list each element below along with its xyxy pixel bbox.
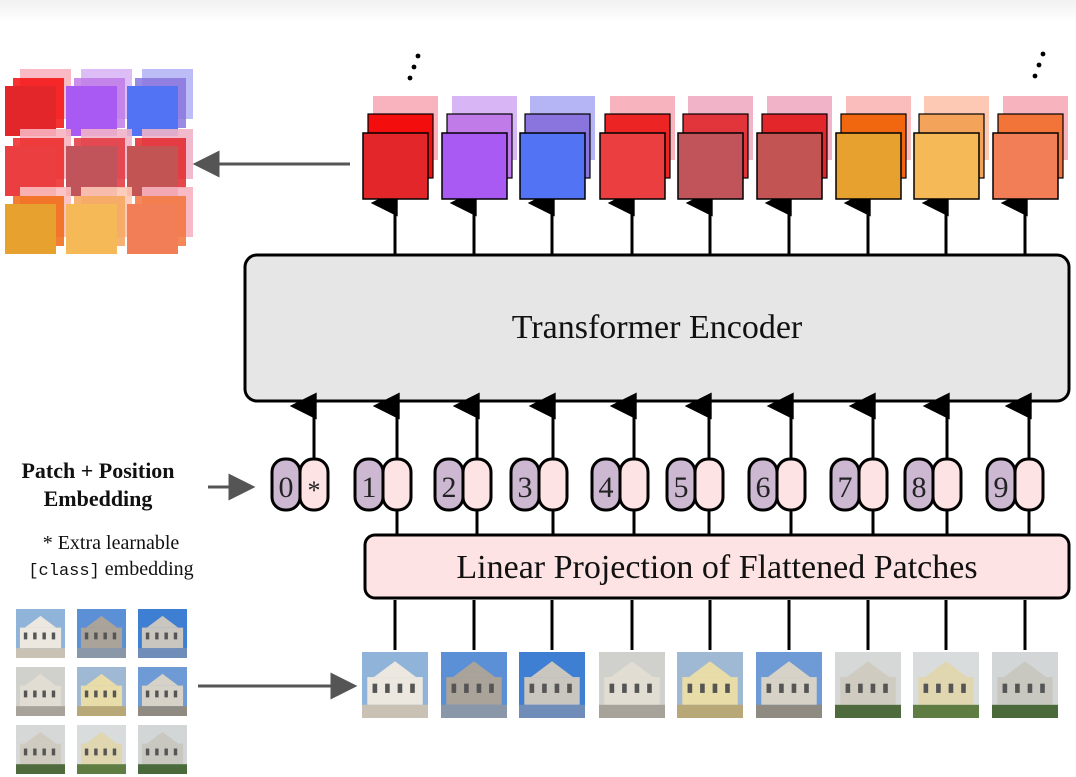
position-index-label: 9 [994, 471, 1009, 504]
output-token-stack [362, 96, 438, 200]
output-token-stack [756, 96, 832, 200]
position-index-label: 6 [756, 471, 771, 504]
output-token-stack [599, 96, 675, 200]
embedding-token: 4 [590, 457, 650, 512]
position-index-label: 5 [674, 471, 689, 504]
input-image-patch [77, 609, 126, 658]
class-token-marker: * [308, 476, 321, 505]
input-image-patch [138, 725, 187, 774]
transformer-encoder-box [243, 253, 1071, 403]
output-layer-front [756, 132, 823, 200]
embedding-token: 3 [509, 457, 569, 512]
ellipsis-dots-left [407, 53, 421, 81]
position-index-label: 2 [442, 471, 457, 504]
image-patch [519, 652, 585, 718]
input-image-patch [138, 609, 187, 658]
input-image-patch [16, 609, 65, 658]
patch-embedding-pill [618, 457, 650, 512]
output-token-stack [441, 96, 517, 200]
class-token-pill [298, 457, 330, 512]
patch-embedding-pill [857, 457, 889, 512]
input-image-patch [138, 667, 187, 716]
image-patch [756, 652, 822, 718]
linear-projection-box [363, 533, 1071, 600]
output-token-stack [992, 96, 1068, 200]
position-index-label: 1 [362, 471, 377, 504]
input-image-patch [16, 667, 65, 716]
output-grid-cell [5, 129, 71, 196]
image-patch [992, 652, 1058, 718]
output-token-stack [835, 96, 911, 200]
embedding-token: 2 [433, 457, 493, 512]
top-shadow [0, 0, 1076, 22]
input-image-patch [16, 725, 65, 774]
embedding-token: 0* [270, 457, 330, 512]
output-grid-cell [5, 69, 71, 136]
output-token-stack [677, 96, 753, 200]
embedding-token: 6 [747, 457, 807, 512]
output-layer-front [835, 132, 902, 200]
patch-embedding-pill [693, 457, 725, 512]
output-layer-front [992, 132, 1059, 200]
note-line1: * Extra learnable [42, 532, 180, 554]
linear-projection-label: Linear Projection of Flattened Patches [456, 549, 977, 586]
patch-embedding-pill [461, 457, 493, 512]
patch-embedding-pill [1013, 457, 1045, 512]
embedding-title-line1: Patch + Position [21, 458, 175, 483]
position-index-label: 0 [279, 471, 294, 504]
position-index-label: 3 [518, 471, 533, 504]
embedding-token: 8 [903, 457, 963, 512]
note-line2: [class] embedding [0, 556, 222, 585]
output-grid-cell [5, 187, 71, 254]
input-image-patch [77, 725, 126, 774]
output-grid-cell [127, 69, 193, 136]
patch-embedding-pill [931, 457, 963, 512]
output-grid-cell [66, 69, 132, 136]
note-code: [class] [28, 562, 100, 581]
output-layer-front [913, 132, 980, 200]
output-token-stack [913, 96, 989, 200]
transformer-encoder-label: Transformer Encoder [512, 309, 803, 346]
output-layer-front [519, 132, 586, 200]
image-patch [599, 652, 665, 718]
position-index-label: 8 [912, 471, 927, 504]
output-layer-front [599, 132, 666, 200]
ellipsis-dots-right [1032, 51, 1046, 79]
output-layer-front [362, 132, 429, 200]
patch-embedding-pill [775, 457, 807, 512]
image-patch [441, 652, 507, 718]
output-token-stack [519, 96, 595, 200]
output-layer-front [441, 132, 508, 200]
patch-embedding-pill [537, 457, 569, 512]
embedding-title-line2: Embedding [43, 486, 153, 511]
input-image-patch [77, 667, 126, 716]
position-index-label: 7 [838, 471, 853, 504]
output-grid-cell [66, 129, 132, 196]
image-patch [362, 652, 428, 718]
output-grid-cell [127, 187, 193, 254]
position-index-label: 4 [599, 471, 614, 504]
note-rest: embedding [99, 558, 194, 580]
output-layer-front [677, 132, 744, 200]
output-grid-cell [66, 187, 132, 254]
embedding-token: 5 [665, 457, 725, 512]
patch-embedding-pill [381, 457, 413, 512]
class-token-note: * Extra learnable [class] embedding [0, 530, 222, 585]
image-patch [835, 652, 901, 718]
output-grid-cell [127, 129, 193, 196]
embedding-token: 1 [353, 457, 413, 512]
embedding-token: 7 [829, 457, 889, 512]
image-patch [677, 652, 743, 718]
image-patch [913, 652, 979, 718]
embedding-token: 9 [985, 457, 1045, 512]
embedding-title: Patch + Position Embedding [0, 457, 196, 513]
